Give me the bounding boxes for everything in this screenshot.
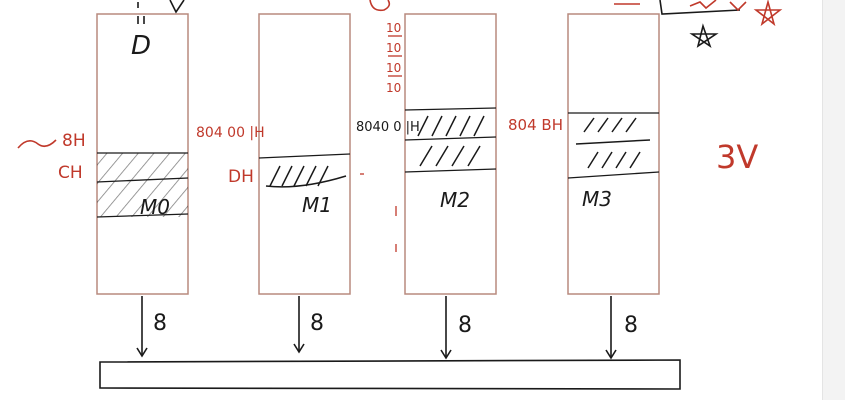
m0-address-high: 8H bbox=[62, 131, 86, 151]
m2-stack-item: 10 bbox=[386, 81, 401, 95]
m2-stack-item: 10 bbox=[386, 41, 401, 55]
bus-arrows bbox=[136, 296, 617, 360]
m2-stack: 10 10 10 10 bbox=[386, 21, 401, 95]
bus-width-label: 8 bbox=[624, 313, 638, 338]
m2-address: 8040 0 |H bbox=[356, 120, 420, 135]
module-labels: M0 M1 M2 M3 D bbox=[131, 31, 612, 219]
star-icon bbox=[689, 23, 719, 48]
module-m0 bbox=[96, 13, 189, 295]
m2-stack-item: 10 bbox=[386, 21, 401, 35]
m2-stack-item: 10 bbox=[386, 61, 401, 75]
bus-width-label: 8 bbox=[153, 311, 167, 336]
module-label-m0: M0 bbox=[140, 195, 170, 219]
bus-width-label: 8 bbox=[458, 313, 472, 338]
bus-width-label: 8 bbox=[310, 311, 324, 336]
scrollbar[interactable] bbox=[822, 0, 845, 400]
module-label-m2: M2 bbox=[440, 188, 470, 212]
data-bus bbox=[99, 359, 681, 390]
right-note: 3V bbox=[716, 138, 758, 176]
red-annotations: 8H CH 804 00 |H DH 8040 0 |H 804 BH 3V 1… bbox=[17, 21, 758, 252]
module-m2 bbox=[404, 13, 497, 295]
module-label-m3: M3 bbox=[582, 187, 612, 211]
tilde-mark bbox=[17, 139, 57, 149]
module-m1 bbox=[258, 13, 351, 295]
top-scribbles bbox=[137, 0, 747, 24]
module-label-m1: M1 bbox=[302, 193, 332, 217]
module-m3 bbox=[567, 13, 660, 295]
m3-address: 804 BH bbox=[508, 116, 563, 134]
module-top-label: D bbox=[131, 31, 151, 61]
m1-address-low: DH bbox=[228, 167, 254, 187]
dash-marks bbox=[360, 35, 402, 252]
star-icon bbox=[753, 0, 783, 27]
m0-address-low: CH bbox=[58, 163, 83, 183]
m1-address-high: 804 00 |H bbox=[196, 125, 265, 141]
bus-width-labels: 8 8 8 8 bbox=[153, 311, 638, 338]
